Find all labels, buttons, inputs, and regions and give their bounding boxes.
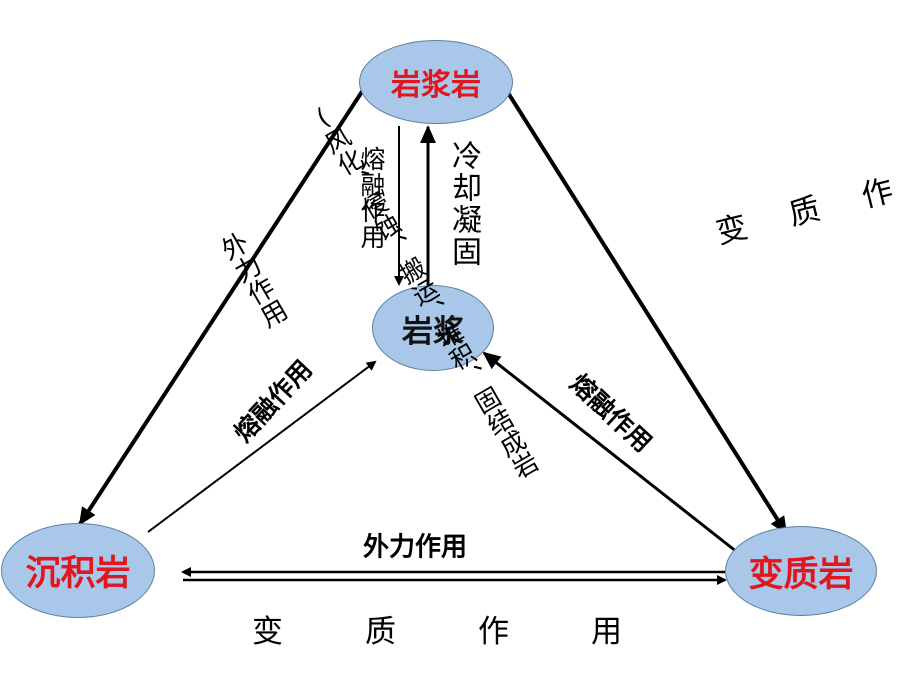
- igneous-rock-node: 岩浆岩: [359, 40, 513, 124]
- metamorphic-rock-node: 变质岩: [725, 526, 877, 616]
- magma-node: 岩浆: [372, 285, 494, 371]
- sedimentary-rock-node: 沉积岩: [1, 523, 155, 618]
- arrow-metamorphic-to-magma: [482, 351, 738, 554]
- melting-label-vertical: 熔融作用: [357, 146, 386, 250]
- magma-label: 岩浆: [402, 313, 464, 350]
- metamorphism-label-bottom: 变质作用: [252, 614, 704, 650]
- arrow-igneous-to-metamorphic: [503, 86, 788, 535]
- igneous-rock-label: 岩浆岩: [391, 68, 481, 103]
- external-force-label-bottom: 外力作用: [362, 532, 468, 563]
- cooling-label-vertical: 冷却凝固: [446, 140, 481, 268]
- sedimentary-rock-label: 沉积岩: [25, 554, 131, 594]
- arrows: [78, 85, 788, 585]
- arrow-sedimentary-to-magma: [147, 360, 377, 533]
- metamorphic-rock-label: 变质岩: [748, 554, 854, 595]
- arrow-igneous-to-sedimentary: [78, 85, 367, 526]
